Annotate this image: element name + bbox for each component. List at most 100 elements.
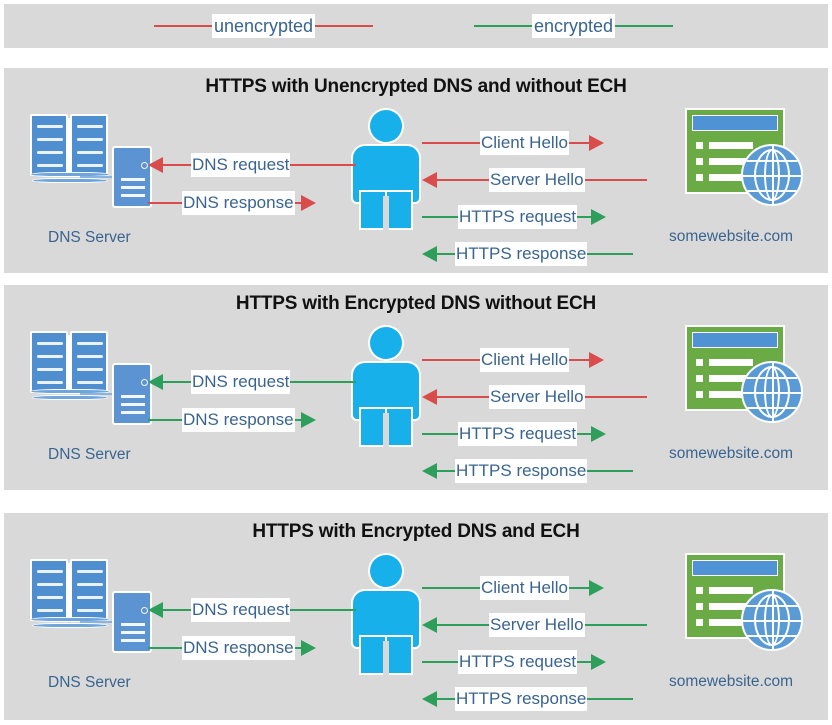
globe-ellipse (764, 594, 780, 646)
arrow-line (584, 624, 647, 626)
arrow-head-left (422, 246, 437, 262)
arrow-line (163, 609, 191, 611)
book-text-line (77, 368, 103, 371)
book-text-line (77, 381, 103, 384)
arrow-head-right (588, 352, 604, 368)
book-icon (30, 112, 112, 188)
arrow-line (437, 624, 489, 626)
legend-label-unencrypted: unencrypted (212, 14, 316, 38)
server-led (141, 607, 148, 614)
list-bullet (696, 359, 703, 366)
flow-arrow-https-response: HTTPS response (422, 241, 634, 267)
flow-arrow-client-hello: Client Hello (422, 130, 604, 156)
website-browser-icon (685, 325, 805, 429)
arrow-line (294, 647, 301, 649)
list-line (709, 603, 753, 610)
panel-https-unencrypted-dns-no-ech: HTTPS with Unencrypted DNS and without E… (4, 68, 828, 273)
book-right-page (70, 331, 108, 393)
arrow-head-left (422, 617, 437, 633)
flow-label: Server Hello (489, 613, 585, 637)
browser-title-bar (692, 332, 778, 348)
book-icon (30, 557, 112, 633)
server-cable (80, 393, 114, 395)
arrow-head-right (591, 654, 607, 670)
arrow-head-right (588, 135, 604, 151)
arrow-head-right (591, 209, 607, 225)
book-text-line (77, 609, 103, 612)
arrow-line (437, 470, 455, 472)
flow-label: HTTPS request (458, 650, 578, 674)
list-line (709, 619, 753, 626)
book-text-line (77, 342, 103, 345)
person-leg-right (387, 192, 411, 228)
person-head (370, 110, 402, 142)
arrow-line (290, 609, 357, 611)
flow-label: HTTPS response (455, 242, 588, 266)
arrow-line (584, 396, 647, 398)
arrow-line (587, 470, 634, 472)
book-text-line (77, 596, 103, 599)
book-text-line (37, 570, 63, 573)
flow-label: HTTPS response (455, 687, 588, 711)
arrow-line (437, 179, 489, 181)
arrow-line (584, 179, 647, 181)
flow-label: HTTPS request (458, 205, 578, 229)
book-text-line (77, 151, 103, 154)
book-base (30, 172, 110, 177)
person-icon (353, 110, 419, 230)
arrow-line (587, 253, 634, 255)
book-text-line (77, 164, 103, 167)
globe-icon (741, 589, 803, 651)
list-bullet (696, 391, 703, 398)
panel-3-title: HTTPS with Encrypted DNS and ECH (252, 521, 580, 542)
flow-label: Client Hello (480, 348, 569, 372)
server-slot (121, 639, 145, 642)
arrow-line (577, 216, 592, 218)
list-bullet (696, 174, 703, 181)
arrow-line (577, 661, 592, 663)
flow-arrow-server-hello: Server Hello (422, 167, 647, 193)
list-line (709, 359, 753, 366)
legend-panel: unencrypted encrypted (4, 4, 828, 48)
list-line (709, 391, 753, 398)
website-label: somewebsite.com (669, 228, 794, 245)
arrow-line (422, 216, 458, 218)
book-text-line (37, 151, 63, 154)
flow-label: Client Hello (480, 131, 569, 155)
book-text-line (37, 583, 63, 586)
flow-label: Client Hello (480, 576, 569, 600)
flow-label: Server Hello (489, 385, 585, 409)
book-left-page (30, 114, 68, 176)
legend-line-encrypted-right (615, 25, 674, 27)
list-bullet (696, 142, 703, 149)
arrow-line (290, 164, 357, 166)
book-text-line (37, 609, 63, 612)
book-spine (68, 118, 72, 174)
book-text-line (37, 164, 63, 167)
flow-arrow-client-hello: Client Hello (422, 575, 604, 601)
book-text-line (37, 381, 63, 384)
book-base-shadow (32, 178, 108, 183)
book-base (30, 389, 110, 394)
flow-arrow-server-hello: Server Hello (422, 384, 647, 410)
arrow-line (163, 381, 191, 383)
arrow-head-right (588, 580, 604, 596)
server-cable (80, 621, 114, 623)
arrow-head-left (148, 374, 163, 390)
arrow-line (568, 142, 589, 144)
panel-https-encrypted-dns-and-ech: HTTPS with Encrypted DNS and ECH DNS Ser… (4, 513, 828, 720)
list-line (709, 142, 753, 149)
book-text-line (77, 583, 103, 586)
arrow-head-left (148, 602, 163, 618)
list-bullet (696, 587, 703, 594)
arrow-line (568, 587, 589, 589)
book-text-line (37, 368, 63, 371)
book-left-page (30, 559, 68, 621)
server-slot (121, 631, 145, 634)
arrow-line (294, 419, 301, 421)
book-right-page (70, 559, 108, 621)
person-icon (353, 555, 419, 675)
flow-arrow-https-request: HTTPS request (422, 421, 607, 447)
person-icon (353, 327, 419, 447)
server-slot (121, 623, 145, 626)
